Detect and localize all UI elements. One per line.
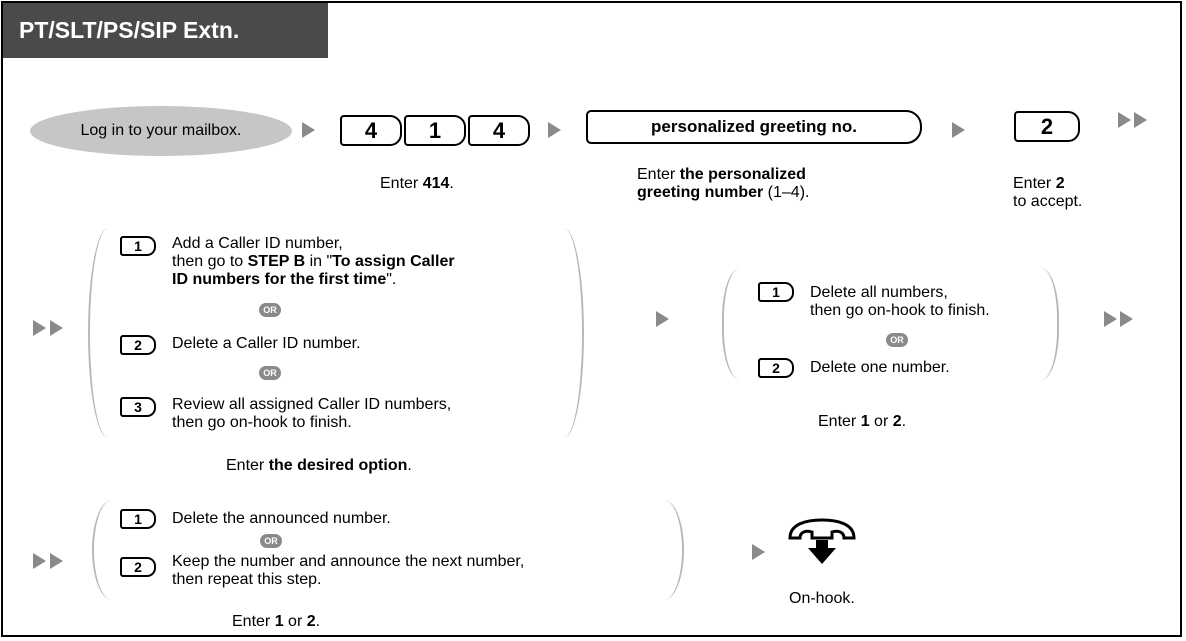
arrow-icon [548, 122, 561, 138]
option-3-text: Review all assigned Caller ID numbers,th… [172, 396, 452, 431]
bracket-left [92, 500, 114, 600]
or-badge: OR [260, 534, 282, 548]
option-key-1: 1 [758, 282, 794, 302]
double-arrow-icon [50, 320, 63, 336]
bracket-right [1041, 268, 1059, 380]
row3-enter-caption: Enter 1 or 2. [232, 613, 321, 630]
option-key-2: 2 [758, 358, 794, 378]
option-key-2: 2 [120, 335, 156, 355]
on-hook-caption: On-hook. [789, 590, 855, 607]
option-key-1: 1 [120, 509, 156, 529]
or-badge: OR [886, 333, 908, 347]
row3-option-2-text: Keep the number and announce the next nu… [172, 553, 525, 588]
key-4b: 4 [468, 115, 530, 146]
option-key-2: 2 [120, 557, 156, 577]
greeting-caption: Enter the personalized greeting number (… [637, 166, 810, 201]
desired-option-caption: Enter the desired option. [226, 457, 412, 474]
double-arrow-icon [33, 320, 46, 336]
option-2-text: Delete a Caller ID number. [172, 335, 361, 352]
row3-option-1-text: Delete the announced number. [172, 510, 391, 527]
or-badge: OR [259, 366, 281, 380]
double-arrow-icon [1118, 112, 1131, 128]
key-4: 4 [340, 115, 402, 146]
double-arrow-icon [1134, 112, 1147, 128]
arrow-icon [302, 122, 315, 138]
bracket-right [662, 500, 684, 600]
login-pill: Log in to your mailbox. [30, 106, 292, 156]
key-2-accept: 2 [1014, 111, 1080, 142]
arrow-icon [952, 122, 965, 138]
option-key-3: 3 [120, 397, 156, 417]
bracket-left [88, 228, 112, 438]
on-hook-icon [788, 518, 856, 564]
arrow-icon [752, 544, 765, 560]
key-1: 1 [404, 115, 466, 146]
arrow-icon [656, 311, 669, 327]
option-1-text: Add a Caller ID number, then go to STEP … [172, 235, 455, 288]
bracket-left [722, 268, 740, 380]
bracket-right [560, 228, 584, 438]
diagram-title: PT/SLT/PS/SIP Extn. [3, 3, 328, 58]
double-arrow-icon [50, 553, 63, 569]
option-key-1: 1 [120, 236, 156, 256]
right-option-2-text: Delete one number. [810, 359, 950, 376]
right-option-1-text: Delete all numbers,then go on-hook to fi… [810, 284, 990, 319]
or-badge: OR [259, 303, 281, 317]
enter-414-caption: Enter 414. [380, 175, 454, 192]
enter-1-or-2-caption: Enter 1 or 2. [818, 413, 907, 430]
double-arrow-icon [1104, 311, 1117, 327]
double-arrow-icon [1120, 311, 1133, 327]
accept-caption: Enter 2 to accept. [1013, 175, 1083, 210]
double-arrow-icon [33, 553, 46, 569]
greeting-number-key: personalized greeting no. [586, 110, 922, 144]
